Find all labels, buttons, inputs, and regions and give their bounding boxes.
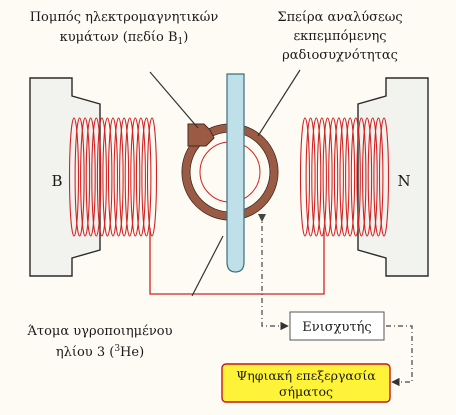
coil-label-line2: εκπεμπόμενης [293, 29, 386, 44]
coil-winding [107, 117, 119, 237]
coil-winding [74, 117, 85, 237]
amplifier-box: Ενισχυτής [289, 311, 385, 341]
coil-winding [350, 117, 361, 237]
coil-winding [85, 117, 96, 237]
emitter-pointer [149, 71, 199, 129]
coil-winding [305, 117, 316, 237]
amplifier-label: Ενισχυτής [302, 320, 371, 335]
coil-winding [146, 117, 158, 237]
coil-winding [135, 117, 146, 237]
coil-winding [119, 117, 130, 237]
atoms-label-line2: ηλίου 3 (3He) [56, 344, 144, 360]
coil-winding [328, 117, 339, 237]
processing-label-line2: σήματος [279, 384, 333, 399]
coil-winding [124, 117, 135, 237]
coil-winding [102, 117, 113, 237]
atoms-label-pre: ηλίου 3 ( [56, 345, 114, 360]
coil-winding [322, 117, 333, 237]
coil-winding [345, 117, 356, 237]
coil-winding [91, 117, 102, 237]
emitter-label-close: ) [183, 30, 188, 45]
coil-winding [113, 117, 124, 237]
pole-label-right: N [397, 172, 410, 190]
coil-winding [373, 117, 384, 237]
coil-winding [356, 117, 367, 237]
processing-label-line1: Ψηφιακή επεξεργασία [236, 368, 376, 383]
coil-winding [339, 117, 350, 237]
right-magnet-coil [299, 117, 390, 237]
pole-label-left: B [51, 172, 62, 190]
coil-winding [130, 117, 141, 237]
atoms-pointer [191, 235, 224, 297]
processing-box: Ψηφιακή επεξεργασία σήματος [221, 363, 391, 403]
emitter-label-text: κυμάτων (πεδίο B [60, 30, 178, 45]
emitter-label-subscript: 1 [178, 37, 184, 47]
coil-winding [362, 117, 373, 237]
coil-winding [311, 117, 322, 237]
coil-winding [80, 117, 91, 237]
left-magnet-coil [68, 117, 158, 237]
emitter-tab [187, 123, 215, 147]
down-arrow-icon [258, 214, 266, 222]
atoms-label-post: He) [120, 345, 144, 360]
coil-wire [149, 228, 325, 295]
coil-winding [316, 117, 327, 237]
coil-pointer [257, 69, 301, 137]
coil-winding [68, 117, 80, 237]
coil-winding [378, 117, 390, 237]
coil-winding [333, 117, 344, 237]
emitter-label-line2: κυμάτων (πεδίο B1) [60, 30, 189, 47]
coil-label-line1: Σπείρα αναλύσεως [277, 10, 402, 25]
atoms-label-line1: Άτομα υγροποιημένου [27, 324, 173, 339]
atoms-label-superscript: 3 [114, 344, 120, 354]
signal-wire [261, 214, 289, 331]
processing-wire [386, 325, 413, 387]
coil-winding [141, 117, 152, 237]
coil-winding [96, 117, 107, 237]
sample-probe [226, 73, 245, 273]
coil-label-line3: ραδιοσυχνότητας [282, 48, 398, 63]
coil-winding [367, 117, 378, 237]
coil-winding [299, 117, 311, 237]
emitter-label-line1: Πομπός ηλεκτρομαγνητικών [30, 10, 219, 25]
